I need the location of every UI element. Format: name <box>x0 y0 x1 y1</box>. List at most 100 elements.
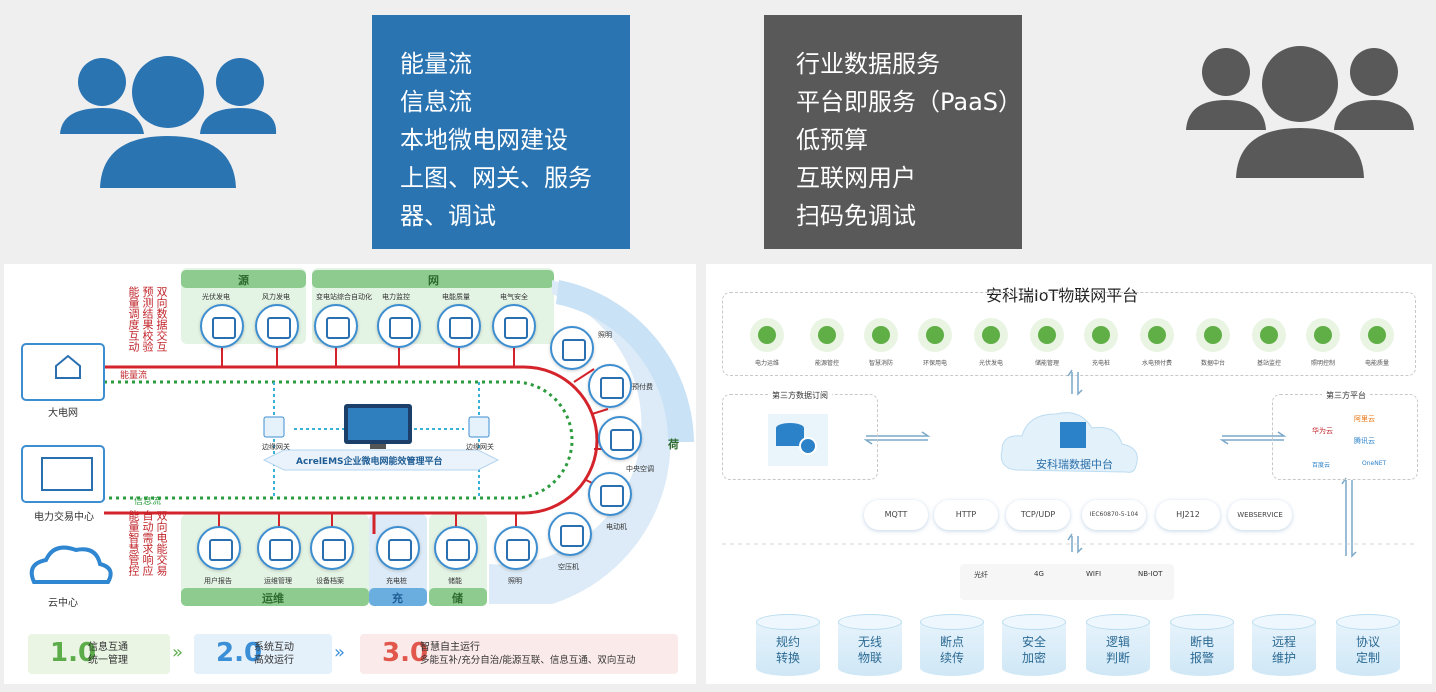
prepaid-label: 预付费 <box>632 383 653 391</box>
substation-label: 变电站综合自动化 <box>316 293 372 301</box>
compressor-label: 空压机 <box>558 563 579 571</box>
box-line: 扫码免调试 <box>796 202 916 230</box>
feature-cylinder: 断电报警 <box>1170 614 1234 676</box>
storage-label: 储能 <box>448 577 462 585</box>
charger-icon <box>376 526 420 570</box>
building-icon <box>550 326 594 370</box>
vertical-text: 自动需求响应 <box>141 510 154 576</box>
box-line: 低预算 <box>796 126 868 154</box>
feature-cylinder: 安全加密 <box>1002 614 1066 676</box>
iot-platform-diagram: 安科瑞IoT物联网平台 电力运维 能源管控 智慧消防 环保用电 光伏发电 储能管… <box>706 264 1432 684</box>
feature-text: 安全 <box>1021 635 1046 649</box>
report-icon <box>197 526 241 570</box>
app-icon <box>810 318 844 352</box>
protocol-pill: TCP/UDP <box>1006 500 1070 530</box>
feature-text: 远程 <box>1271 635 1296 649</box>
stage-line2: 多能互补/充分自治/能源互联、信息互通、双向互动 <box>420 655 636 666</box>
prepaid-icon <box>588 364 632 408</box>
tencent-cloud-label: 腾讯云 <box>1354 437 1375 445</box>
app-label: 充电桩 <box>1091 360 1110 367</box>
app-label: 电能质量 <box>1364 360 1389 367</box>
trading-node-label: 电力交易中心 <box>34 512 94 523</box>
substation-icon <box>314 304 358 348</box>
stage-2: 2.0 系统互动 高效运行 <box>194 634 332 674</box>
stage-line1: 系统互动 <box>254 642 294 653</box>
quality-icon <box>437 304 481 348</box>
protocol-pill: HTTP <box>934 500 998 530</box>
app-icon <box>1360 318 1394 352</box>
box-line: 能量流 <box>400 50 472 78</box>
network-label: WIFI <box>1086 570 1102 578</box>
app-icon <box>1030 318 1064 352</box>
app-icon <box>864 318 898 352</box>
box-line: 信息流 <box>400 88 472 116</box>
box-line: 平台即服务（PaaS） <box>796 88 1023 116</box>
app-label: 智慧消防 <box>868 360 893 367</box>
onenet-label: OneNET <box>1362 460 1387 467</box>
source-header: 源 <box>238 274 249 287</box>
app-icon <box>1140 318 1174 352</box>
data-center-label: 安科瑞数据中台 <box>1036 458 1113 471</box>
load-header: 荷 <box>668 438 679 451</box>
users-icon-gray <box>1186 46 1414 178</box>
app-label: 光伏发电 <box>978 360 1003 367</box>
app-icon <box>1084 318 1118 352</box>
platform-title: 安科瑞IoT物联网平台 <box>986 286 1139 305</box>
feature-text: 报警 <box>1189 651 1214 665</box>
energy-flow-label: 能量流 <box>120 371 148 381</box>
feature-cylinder: 无线物联 <box>838 614 902 676</box>
third-data-label: 第三方数据订阅 <box>768 390 832 401</box>
third-party-data-group <box>722 394 878 480</box>
feature-cylinder: 规约转换 <box>756 614 820 676</box>
power-quality-label: 电能质量 <box>442 293 470 301</box>
feature-text: 物联 <box>857 651 882 665</box>
aliyun-label: 阿里云 <box>1354 415 1375 423</box>
maintenance-label: 运维管理 <box>264 577 292 585</box>
app-icon <box>1196 318 1230 352</box>
stage-line1: 智慧自主运行 <box>420 642 480 653</box>
box-line: 行业数据服务 <box>796 50 940 78</box>
network-label: 光纤 <box>974 571 988 579</box>
local-microgrid-box: 能量流 信息流 本地微电网建设 上图、网关、服务 器、调试 <box>372 15 630 249</box>
app-icon <box>974 318 1008 352</box>
cloud-node-label: 云中心 <box>48 598 78 609</box>
baidu-cloud-label: 百度云 <box>1312 462 1331 469</box>
stage-num: 3.0 <box>382 638 429 668</box>
network-label: NB-IOT <box>1138 570 1163 578</box>
grid-node-label: 大电网 <box>48 408 78 419</box>
app-label: 照明控制 <box>1310 360 1335 367</box>
paas-service-box: 行业数据服务 平台即服务（PaaS） 低预算 互联网用户 扫码免调试 <box>764 15 1022 249</box>
app-label: 基站监控 <box>1256 360 1281 367</box>
users-icon-blue <box>60 56 277 188</box>
app-label: 环保用电 <box>922 360 947 367</box>
grid-header: 网 <box>428 274 439 287</box>
lighting-label: 照明 <box>508 577 522 585</box>
feature-cylinder: 逻辑判断 <box>1086 614 1150 676</box>
feature-text: 协议 <box>1355 635 1380 649</box>
stage-3: 3.0 智慧自主运行 多能互补/充分自治/能源互联、信息互通、双向互动 <box>360 634 678 674</box>
feature-text: 逻辑 <box>1105 635 1130 649</box>
motor-label: 电动机 <box>606 523 627 531</box>
stage-num: 1.0 <box>50 638 97 668</box>
charger-label: 充电桩 <box>386 577 407 585</box>
app-icon <box>918 318 952 352</box>
feature-text: 无线 <box>857 635 882 649</box>
ops-header: 运维 <box>262 592 284 605</box>
feature-text: 续传 <box>939 651 964 665</box>
motor-icon <box>588 472 632 516</box>
app-label: 储能管理 <box>1034 360 1059 367</box>
vertical-text: 预测结果校验 <box>141 286 154 352</box>
vertical-text: 能量调度互动 <box>127 286 140 352</box>
protocol-pill: WEBSERVICE <box>1228 500 1292 530</box>
feature-text: 维护 <box>1271 651 1296 665</box>
wind-label: 风力发电 <box>262 293 290 301</box>
third-platform-label: 第三方平台 <box>1322 390 1370 401</box>
stage-line2: 高效运行 <box>254 655 294 666</box>
monitor-icon <box>377 304 421 348</box>
platform-label: AcrelEMS企业微电网能效管理平台 <box>296 457 443 467</box>
feature-text: 判断 <box>1105 651 1130 665</box>
lighting-icon <box>494 526 538 570</box>
pv-icon <box>200 304 244 348</box>
network-label: 4G <box>1034 570 1044 578</box>
feature-text: 断电 <box>1189 635 1214 649</box>
